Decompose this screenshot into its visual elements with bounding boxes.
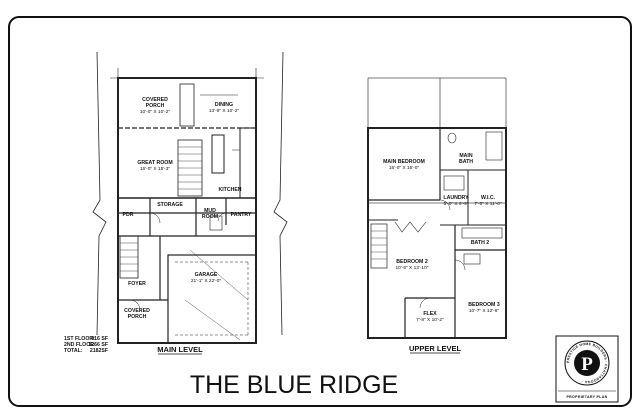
room-label-kitchen: KITCHEN <box>218 187 241 193</box>
room-label-bedroom2: BEDROOM 2 <box>396 259 428 265</box>
area-label-total: TOTAL: <box>64 348 83 354</box>
level-label-upper: UPPER LEVEL <box>409 344 462 353</box>
room-label-bath2: BATH 2 <box>471 240 489 246</box>
plan-title: THE BLUE RIDGE <box>190 371 398 399</box>
room-dim-laundry: 5'-0" X 6'-9" <box>444 201 469 207</box>
room-label-bedroom3: BEDROOM 3 <box>468 302 500 308</box>
room-dim-covered-porch-rear: 10'-0" X 10'-2" <box>140 109 171 115</box>
room-label-wic: W.I.C. <box>481 195 496 201</box>
break-line <box>92 51 107 336</box>
room-dim-main-bedroom: 15'-0" X 15'-0" <box>389 165 420 171</box>
room-label-main-bedroom: MAIN BEDROOM <box>383 159 425 165</box>
sheet-border <box>8 16 632 407</box>
room-dim-garage: 21'-1" X 22'-0" <box>191 278 222 284</box>
room-label-covered-porch-rear: COVERED <box>142 97 168 103</box>
main-level-labels: COVERED PORCH 10'-0" X 10'-2" DINING 13'… <box>123 97 252 320</box>
area-table: 1ST FLOOR: 916 SF 2ND FLOOR: 1266 SF TOT… <box>64 336 108 354</box>
room-label-pantry: PANTRY <box>231 212 252 218</box>
area-label-1st: 1ST FLOOR: <box>64 336 95 342</box>
level-label-main: MAIN LEVEL <box>157 345 203 354</box>
room-label-mudroom: MUD <box>204 208 216 214</box>
break-line <box>273 51 288 336</box>
area-value-1st: 916 SF <box>91 336 108 342</box>
room-dim-wic: 7'-5" X 11'-0" <box>474 201 502 207</box>
room-label-flex: FLEX <box>423 311 437 317</box>
room-dim-great-room: 15'-0" X 15'-3" <box>140 166 171 172</box>
logo-frame <box>555 335 619 403</box>
room-label-dining: DINING <box>215 102 233 108</box>
room-dim-flex: 7'-8" X 10'-2" <box>416 317 444 323</box>
room-label-pdr: PDR <box>123 212 134 218</box>
logo-caption: PROPRIETARY PLAN <box>566 395 607 399</box>
room-dim-dining: 13'-9" X 10'-2" <box>209 108 240 114</box>
room-label-great-room: GREAT ROOM <box>137 160 172 166</box>
area-label-2nd: 2ND FLOOR: <box>64 342 96 348</box>
room-label-storage: STORAGE <box>157 202 183 208</box>
room-dim-bedroom3: 10'-7" X 12'-6" <box>469 308 500 314</box>
logo-ring <box>564 340 610 386</box>
room-label-main-bath: MAIN <box>459 153 473 159</box>
room-label-main-bath-2: BATH <box>459 159 473 165</box>
room-label-covered-porch-front: COVERED <box>124 308 150 314</box>
area-value-total: 2182SF <box>90 348 108 354</box>
room-label-covered-porch-front-2: PORCH <box>128 314 147 320</box>
room-label-mudroom-2: ROOM <box>202 214 218 220</box>
room-label-foyer: FOYER <box>128 281 146 287</box>
upper-level-labels: MAIN BEDROOM 15'-0" X 15'-0" MAIN BATH L… <box>383 153 502 323</box>
builder-logo: PRESTIGE HOME BUILDERS · CHATTANOOGA · P… <box>555 335 619 403</box>
room-label-covered-porch-rear-2: PORCH <box>146 103 165 109</box>
area-value-2nd: 1266 SF <box>88 342 108 348</box>
upper-level-plan <box>367 77 507 339</box>
logo-disc <box>574 350 600 376</box>
logo-letter: P <box>581 354 593 375</box>
room-label-garage: GARAGE <box>195 272 218 278</box>
main-level-plan <box>92 51 288 344</box>
room-label-laundry: LAUNDRY <box>443 195 469 201</box>
room-dim-bedroom2: 10'-6" X 13'-10" <box>396 265 429 271</box>
